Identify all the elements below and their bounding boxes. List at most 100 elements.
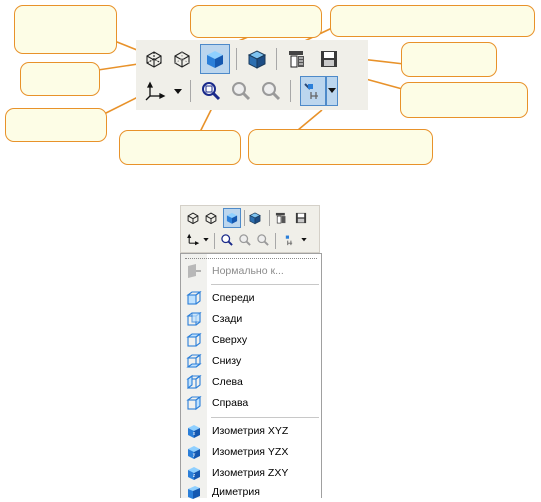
callout-box bbox=[20, 62, 100, 96]
menu-item-label: Слева bbox=[212, 376, 243, 388]
menu-tearoff[interactable] bbox=[185, 258, 317, 259]
orientation-menu: Нормально к... Спереди Сзади Сверху Сниз… bbox=[180, 253, 322, 499]
shaded-icon bbox=[226, 212, 238, 224]
zoom-out-icon bbox=[257, 234, 269, 246]
wireframe-button[interactable] bbox=[142, 46, 166, 72]
zoom-in-button[interactable] bbox=[237, 231, 253, 249]
filter-button[interactable] bbox=[280, 231, 298, 249]
view-toolbar bbox=[136, 40, 368, 110]
menu-item-label: Диметрия bbox=[212, 486, 260, 498]
zoom-out-button[interactable] bbox=[258, 78, 284, 104]
hidden-lines-icon bbox=[174, 51, 190, 68]
shaded-edges-button[interactable] bbox=[247, 209, 263, 227]
hidden-lines-button[interactable] bbox=[170, 46, 194, 72]
svg-text:z: z bbox=[193, 473, 196, 479]
menu-item-right[interactable]: Справа bbox=[181, 393, 321, 413]
save-view-icon bbox=[295, 212, 307, 224]
menu-item-label: Сзади bbox=[212, 313, 243, 325]
zoom-window-icon bbox=[221, 234, 233, 246]
menu-item-front[interactable]: Спереди bbox=[181, 288, 321, 308]
svg-text:y: y bbox=[193, 452, 196, 458]
perspective-button[interactable] bbox=[273, 209, 289, 227]
filter-button[interactable] bbox=[300, 76, 326, 106]
separator bbox=[236, 48, 237, 70]
save-view-button[interactable] bbox=[316, 46, 342, 72]
perspective-icon bbox=[275, 212, 286, 224]
menu-separator bbox=[211, 417, 319, 418]
menu-item-label: Сверху bbox=[212, 334, 248, 346]
separator bbox=[276, 48, 277, 70]
callout-box bbox=[330, 5, 535, 37]
menu-item-iso-xyz[interactable]: x Изометрия XYZ bbox=[181, 421, 321, 441]
dimetric-icon bbox=[188, 486, 200, 499]
separator bbox=[269, 210, 270, 226]
menu-item-iso-yzx[interactable]: y Изометрия YZX bbox=[181, 442, 321, 462]
svg-text:x: x bbox=[193, 431, 196, 437]
filter-dropdown[interactable] bbox=[326, 76, 338, 106]
perspective-button[interactable] bbox=[284, 46, 310, 72]
wireframe-icon bbox=[146, 51, 162, 68]
separator bbox=[275, 233, 276, 249]
iso-xyz-icon: x bbox=[188, 425, 200, 438]
menu-item-label: Изометрия ZXY bbox=[212, 467, 289, 479]
dropdown-arrow-icon bbox=[328, 88, 336, 93]
shaded-edges-icon bbox=[249, 212, 261, 225]
view-bottom-icon bbox=[186, 353, 202, 368]
save-view-button[interactable] bbox=[293, 209, 309, 227]
menu-separator bbox=[211, 284, 319, 285]
zoom-in-button[interactable] bbox=[228, 78, 254, 104]
callout-box bbox=[248, 129, 433, 165]
shaded-edges-icon bbox=[247, 50, 267, 69]
wireframe-button[interactable] bbox=[185, 209, 201, 227]
menu-item-label: Нормально к... bbox=[212, 265, 284, 277]
separator bbox=[190, 80, 191, 102]
zoom-window-icon bbox=[202, 82, 221, 101]
menu-item-back[interactable]: Сзади bbox=[181, 309, 321, 329]
callout-box bbox=[190, 5, 322, 38]
menu-item-top[interactable]: Сверху bbox=[181, 330, 321, 350]
zoom-out-button[interactable] bbox=[255, 231, 271, 249]
menu-item-dimetric[interactable]: Диметрия bbox=[181, 482, 321, 502]
callout-box bbox=[400, 82, 528, 118]
shaded-edges-button[interactable] bbox=[244, 46, 270, 72]
menu-item-normal-to[interactable]: Нормально к... bbox=[181, 261, 321, 281]
menu-item-label: Снизу bbox=[212, 355, 242, 367]
menu-item-bottom[interactable]: Снизу bbox=[181, 351, 321, 371]
view-right-icon bbox=[186, 395, 202, 411]
orientation-icon bbox=[187, 233, 200, 246]
callout-box bbox=[119, 130, 241, 165]
separator bbox=[244, 210, 245, 226]
view-top-icon bbox=[186, 332, 202, 347]
zoom-in-icon bbox=[232, 82, 251, 101]
callout-box bbox=[5, 108, 107, 142]
separator bbox=[290, 80, 291, 102]
shaded-button[interactable] bbox=[200, 44, 230, 74]
dropdown-arrow-icon bbox=[203, 238, 209, 242]
shaded-button[interactable] bbox=[223, 208, 241, 228]
view-back-icon bbox=[186, 311, 202, 326]
menu-item-left[interactable]: Слева bbox=[181, 372, 321, 392]
zoom-in-icon bbox=[239, 234, 251, 246]
orientation-button[interactable] bbox=[142, 78, 170, 104]
menu-item-label: Спереди bbox=[212, 292, 255, 304]
normal-to-icon bbox=[188, 264, 201, 278]
orientation-dropdown[interactable] bbox=[172, 82, 184, 102]
wireframe-icon bbox=[187, 212, 199, 225]
zoom-window-button[interactable] bbox=[219, 231, 235, 249]
iso-zxy-icon: z bbox=[188, 467, 200, 480]
zoom-window-button[interactable] bbox=[198, 78, 224, 104]
filter-icon bbox=[304, 83, 318, 99]
separator bbox=[214, 233, 215, 249]
perspective-icon bbox=[289, 51, 304, 68]
hidden-lines-button[interactable] bbox=[203, 209, 219, 227]
shaded-icon bbox=[207, 51, 223, 68]
dropdown-arrow-icon bbox=[301, 238, 307, 242]
orientation-icon bbox=[145, 81, 166, 101]
dropdown-arrow-icon bbox=[174, 89, 182, 94]
orientation-button[interactable] bbox=[185, 231, 201, 249]
callout-box bbox=[401, 42, 497, 77]
menu-item-iso-zxy[interactable]: z Изометрия ZXY bbox=[181, 463, 321, 483]
view-front-icon bbox=[186, 290, 202, 305]
orientation-dropdown[interactable] bbox=[202, 234, 210, 246]
filter-dropdown[interactable] bbox=[300, 234, 308, 246]
